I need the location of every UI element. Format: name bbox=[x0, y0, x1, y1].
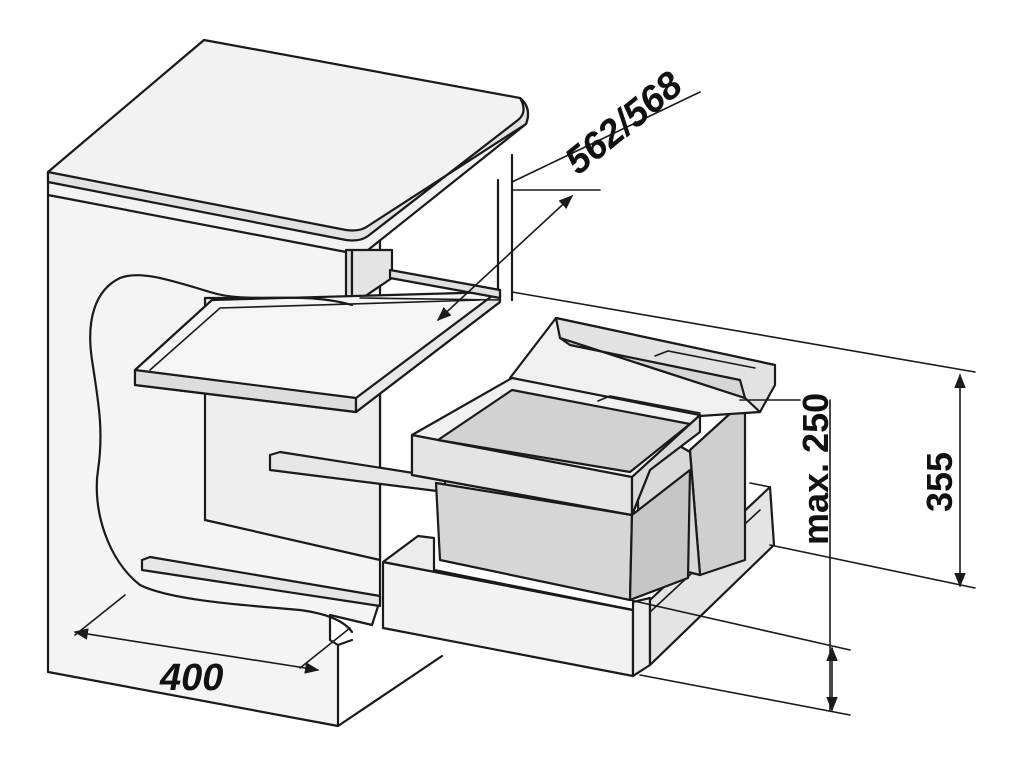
depth-label: 562/568 bbox=[557, 63, 691, 183]
front-bin bbox=[410, 376, 702, 602]
worktop-front-edge bbox=[46, 96, 530, 242]
total-height-label: 355 bbox=[919, 452, 960, 512]
worktop bbox=[46, 38, 530, 307]
bin-height-dimension: max. 250 bbox=[629, 393, 851, 716]
total-height-dimension: 355 bbox=[511, 291, 976, 589]
bin-height-label: max. 250 bbox=[795, 393, 836, 545]
cutaway-line bbox=[89, 274, 354, 634]
width-dimension: 400 bbox=[73, 594, 351, 699]
width-label: 400 bbox=[159, 657, 223, 699]
